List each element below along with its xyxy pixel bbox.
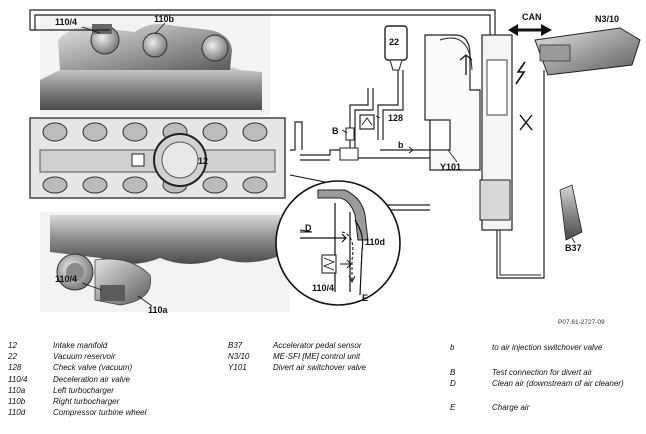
- can-bus-arrow: [508, 24, 552, 36]
- callout-110d: 110d: [365, 237, 385, 247]
- vacuum-system-diagram: 110/4 110b 12 110/4 110a 22 128 B b Y101…: [29, 9, 641, 315]
- legend-desc: Right turbocharger: [53, 397, 120, 406]
- legend-desc: to air injection switchover valve: [492, 343, 603, 352]
- intake-manifold: [29, 117, 286, 199]
- figure-reference-code: P07.61-2727-09: [558, 319, 605, 326]
- legend-code: 12: [8, 341, 17, 350]
- legend-desc: Test connection for divert air: [492, 368, 593, 377]
- callout-110-4-top: 110/4: [55, 17, 77, 27]
- callout-12: 12: [198, 156, 208, 166]
- legend-code: E: [450, 403, 456, 412]
- accelerator-pedal-sensor: [559, 184, 583, 241]
- legend-code: 128: [8, 363, 22, 372]
- right-turbocharger-assembly: [40, 15, 270, 115]
- legend-desc: Compressor turbine wheel: [53, 408, 147, 417]
- legend-desc: Vacuum reservoir: [53, 352, 116, 361]
- deceleration-air-valve-bottom: [100, 285, 125, 301]
- me-sfi-control-unit: [534, 27, 641, 76]
- crossed-valve-icon: [519, 114, 533, 131]
- legend-desc: Left turbocharger: [53, 386, 114, 395]
- test-connection: [345, 127, 355, 141]
- legend-code: 110d: [8, 408, 26, 417]
- legend-code: Y101: [228, 363, 247, 372]
- check-valve: [359, 114, 375, 130]
- wiring-b37: [496, 70, 545, 279]
- legend-code: B: [450, 368, 456, 377]
- legend-code: 110/4: [8, 375, 28, 384]
- callout-128: 128: [388, 113, 403, 123]
- callout-b37: B37: [565, 243, 582, 253]
- callout-110-4-bottom: 110/4: [55, 274, 77, 284]
- legend-code: 22: [8, 352, 17, 361]
- wiring-b37-inner: [499, 230, 541, 276]
- tee-connector: [339, 147, 359, 161]
- legend-code: N3/10: [228, 352, 250, 361]
- vacuum-reservoir: [384, 25, 408, 71]
- callout-22: 22: [389, 37, 399, 47]
- callout-n3-10: N3/10: [595, 14, 619, 24]
- callout-e: E: [362, 293, 368, 303]
- switchover-unit-body: [479, 34, 533, 231]
- callout-y101: Y101: [440, 162, 461, 172]
- callout-d: D: [305, 223, 312, 233]
- legend-desc: Deceleration air valve: [53, 375, 130, 384]
- left-turbocharger-assembly: [40, 212, 290, 312]
- deceleration-air-valve-top: [92, 24, 112, 34]
- legend-desc: Clean air (downstream of air cleaner): [492, 379, 624, 388]
- lightning-icon: [515, 61, 526, 85]
- legend-desc: ME-SFI [ME] control unit: [273, 352, 361, 361]
- legend-code: 110b: [8, 397, 26, 406]
- compressor-detail-view: [275, 174, 401, 306]
- leader-lines: [81, 22, 576, 307]
- legend: 12 Intake manifold 22 Vacuum reservoir 1…: [0, 337, 646, 434]
- legend-code: B37: [228, 341, 243, 350]
- legend-code: D: [450, 379, 456, 388]
- callout-can: CAN: [522, 12, 542, 22]
- legend-code: 110a: [8, 386, 26, 395]
- callout-110a: 110a: [148, 305, 169, 315]
- callout-b-air-injection: b: [398, 140, 404, 150]
- callout-110b: 110b: [154, 14, 175, 24]
- callout-b-test-connection: B: [332, 126, 339, 136]
- callout-110-4-detail: 110/4: [312, 283, 334, 293]
- legend-code: b: [450, 343, 455, 352]
- legend-desc: Charge air: [492, 403, 530, 412]
- legend-desc: Accelerator pedal sensor: [273, 341, 362, 350]
- legend-desc: Intake manifold: [53, 341, 108, 350]
- divert-air-switchover-valve: [424, 34, 481, 171]
- legend-desc: Check valve (vacuum): [53, 363, 133, 372]
- legend-desc: Divert air switchover valve: [273, 363, 366, 372]
